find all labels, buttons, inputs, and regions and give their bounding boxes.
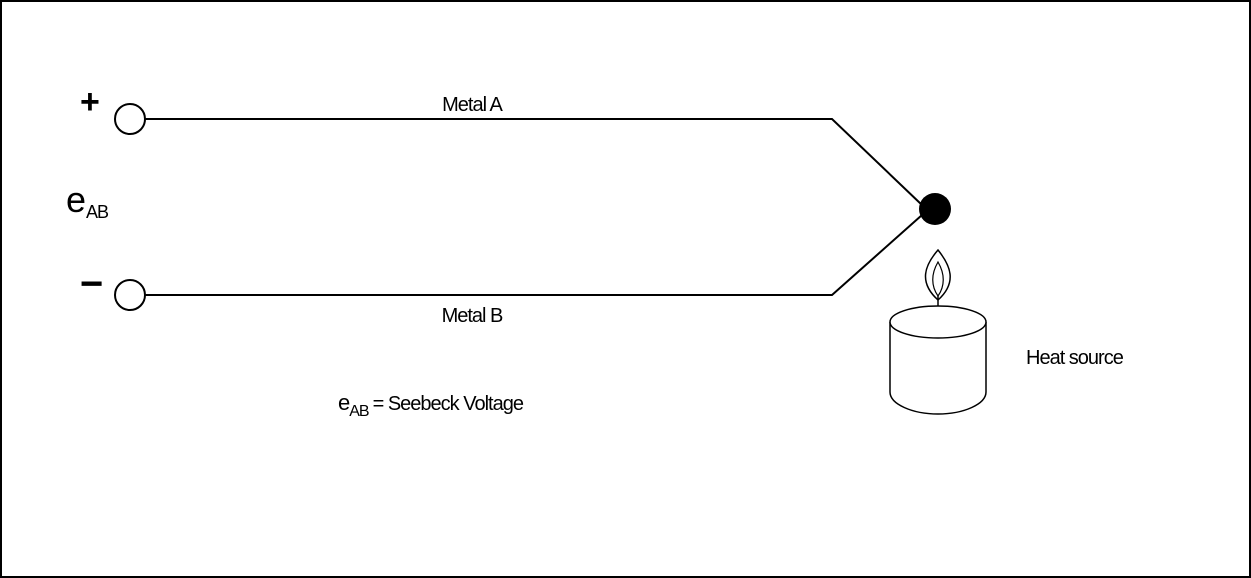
voltage-symbol: eAB: [66, 179, 109, 222]
heat-source-label: Heat source: [1026, 347, 1124, 369]
thermocouple-junction: [919, 193, 951, 225]
legend-description: = Seebeck Voltage: [373, 393, 524, 415]
negative-terminal: [114, 279, 146, 311]
metal-b-label: Metal B: [442, 305, 503, 327]
metal-b-wire: [145, 214, 923, 296]
legend-symbol-subscript: AB: [349, 403, 369, 420]
candle-icon: [889, 248, 987, 415]
positive-terminal-sign: +: [80, 83, 100, 121]
voltage-symbol-subscript: AB: [86, 202, 109, 222]
negative-terminal-sign: −: [80, 262, 103, 306]
legend-symbol-base: e: [338, 390, 350, 415]
metal-a-wire: [145, 118, 923, 206]
positive-terminal: [114, 103, 146, 135]
metal-a-label: Metal A: [442, 94, 503, 116]
voltage-symbol-base: e: [66, 179, 86, 220]
legend-text: eAB= Seebeck Voltage: [338, 390, 524, 420]
